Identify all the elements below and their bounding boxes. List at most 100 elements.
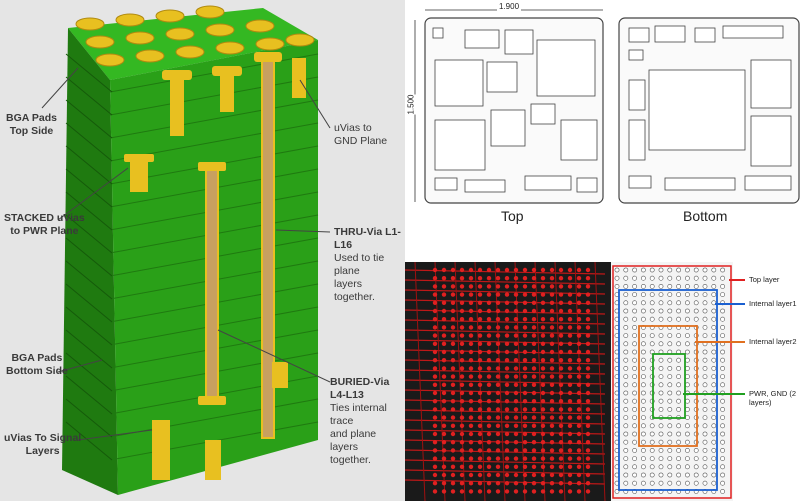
red-pad [468,415,474,420]
light-pad [632,423,637,429]
red-pad [540,464,546,469]
red-pad [522,325,528,330]
red-pad [468,440,474,445]
light-pad [667,382,673,388]
board-front-face [62,28,118,495]
red-pad [585,431,591,437]
light-pad [702,415,708,420]
red-pad [585,276,591,281]
red-pad [540,292,546,297]
light-pad [720,333,725,338]
light-pad [720,267,725,273]
red-pad [486,333,492,338]
red-trace [405,469,606,475]
red-pad [549,276,555,281]
red-pad [459,382,465,387]
light-pad [684,275,690,281]
red-pad [450,382,456,387]
bottom-board-part [654,25,686,43]
red-pad [486,267,492,273]
layer-line-front [65,99,113,139]
light-pad [711,398,717,404]
red-pad [567,358,573,363]
bga-pad [205,23,235,37]
leader-bga-top [41,67,79,109]
light-pad [632,472,637,478]
red-pad [576,407,582,412]
light-pad [614,267,620,273]
top-board-part [434,119,486,171]
red-pad [468,267,474,273]
light-pad [711,275,717,281]
red-pad [522,489,528,494]
light-pad [702,316,708,322]
red-pad [576,481,582,486]
red-pad [450,464,456,469]
red-pad [567,399,573,404]
light-pad [684,406,690,412]
red-pad [432,415,438,420]
light-pad [623,275,629,281]
light-pad [623,349,629,355]
red-pad [504,390,510,396]
red-pad [477,456,483,461]
red-pad [576,456,582,461]
red-pad [540,489,546,494]
light-pad [702,423,708,429]
light-pad [720,415,725,420]
red-pad [558,407,564,412]
light-pad [711,333,717,338]
red-pad [585,472,591,478]
light-pad [632,283,637,289]
red-pad [450,267,456,273]
outline-drawing [414,9,800,204]
light-pad [632,447,637,453]
red-pad [576,472,582,478]
red-pad [567,276,573,281]
light-pad [623,390,629,396]
light-pad [649,292,655,297]
red-pad [585,440,591,445]
bottom-board-part [750,115,792,167]
red-pad [459,423,465,428]
red-pad [504,292,510,297]
red-pad [504,317,510,322]
red-pad [432,456,438,461]
red-pad [441,341,447,346]
red-pad [567,407,573,412]
red-pad [504,472,510,478]
light-pad [693,308,699,314]
red-trace-v [534,262,546,501]
red-pad [549,317,555,322]
leader-uvias-signal [77,429,153,441]
red-pad [486,374,492,379]
red-pad [486,423,492,428]
red-pad [468,325,474,330]
leader-stacked [57,167,129,221]
red-trace [405,459,606,465]
light-pad [711,431,717,437]
light-pad [720,325,725,330]
red-pad [585,325,591,330]
red-pad [540,415,546,420]
red-pad [531,489,537,494]
red-pad [441,317,447,322]
red-pad [459,292,465,297]
light-pad [693,480,699,486]
light-pad [649,275,655,281]
red-pad [495,399,501,404]
red-pad [558,333,564,338]
red-pad [486,341,492,346]
light-pad [640,333,646,338]
layer-line-front [65,168,113,208]
light-pad [702,382,708,388]
bga-pad [135,49,165,63]
red-pad [585,341,591,346]
red-pad [441,349,447,355]
top-board-part [486,61,518,93]
red-pad [549,448,555,453]
light-pad [676,308,681,314]
light-pad [623,308,629,314]
light-pad [702,406,708,412]
red-pad [468,423,474,428]
